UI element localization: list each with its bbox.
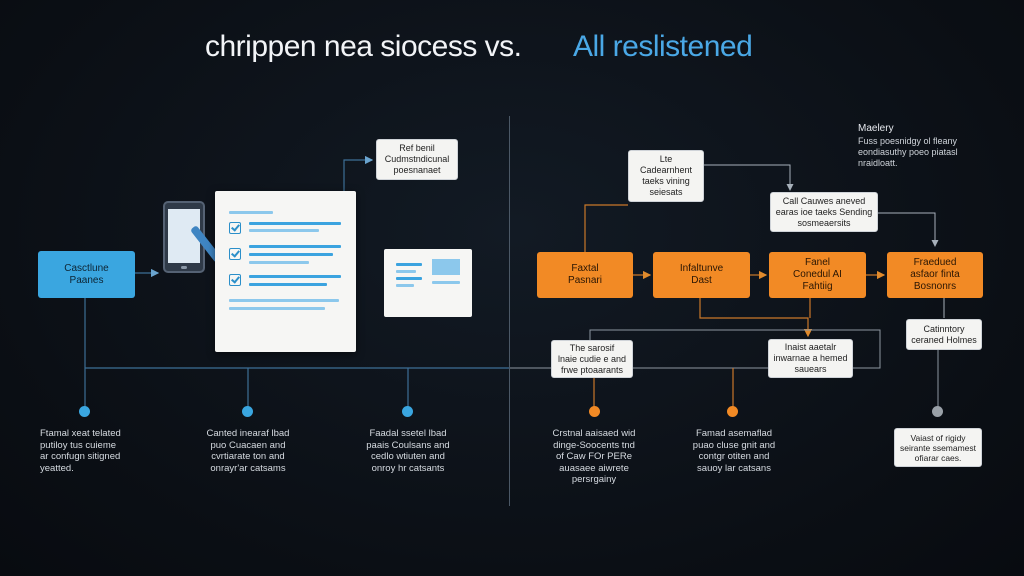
doc-line: [249, 253, 333, 256]
checkbox-icon: [229, 248, 241, 260]
line-o2-down: [699, 298, 813, 338]
doc-check-row-2: [229, 247, 241, 261]
line-top1-to-top2: [704, 164, 794, 191]
card-line: [396, 284, 414, 287]
top-node-2[interactable]: Call Cauwes aneved earas ioe taeks Sendi…: [770, 192, 878, 232]
line-top-node-link: [584, 204, 628, 252]
doc-line: [249, 261, 309, 264]
card-line: [396, 270, 416, 273]
line-top2-to-o4: [878, 212, 939, 247]
checkbox-icon: [229, 274, 241, 286]
card-line: [396, 263, 422, 266]
orange-node-4[interactable]: Fraedued asfaor finta Bosnonrs: [887, 252, 983, 298]
doc-header-bar: [229, 211, 273, 214]
doc-line: [229, 299, 339, 302]
center-divider: [509, 116, 510, 506]
timeline-dot-6: [932, 406, 943, 417]
callout-node-left[interactable]: Ref benil Cudmstndicunal poesnanaet: [376, 139, 458, 180]
legend-body: Fuss poesnidgy ol fleany eondiasuthy poe…: [858, 136, 958, 168]
doc-check-row-1: [229, 221, 241, 235]
mid-node-2[interactable]: Inaist aaetalr inwarnae a hemed sauears: [768, 339, 853, 378]
timeline-dot-5: [727, 406, 738, 417]
description-1: Ftamal xeat telated putiloy tus cuieme a…: [40, 428, 121, 474]
doc-line: [229, 307, 325, 310]
doc-check-row-3: [229, 273, 241, 287]
timeline-dot-4: [589, 406, 600, 417]
mid-node-1[interactable]: The sarosif lnaie cudie e and frwe ptoaa…: [551, 340, 633, 378]
doc-line: [249, 222, 341, 225]
line-doc-to-callout: [343, 155, 374, 191]
doc-line: [249, 245, 341, 248]
top-node-1[interactable]: Lte Cadearnhent taeks vining seiesats: [628, 150, 704, 202]
description-3: Faadal ssetel lbad paais Coulsans and ce…: [366, 428, 450, 474]
phone-home-button: [181, 266, 187, 269]
description-2: Canted inearaf lbad puo Cuacaen and cvrt…: [206, 428, 290, 474]
title-left: chrippen nea siocess vs.: [205, 30, 522, 63]
checkbox-icon: [229, 222, 241, 234]
legend: Maelery Fuss poesnidgy ol fleany eondias…: [858, 123, 1008, 169]
orange-node-3[interactable]: Fanel Conedul AI Fahtiig: [769, 252, 866, 298]
doc-line: [249, 283, 327, 286]
title-right: All reslistened: [573, 30, 753, 63]
card-image-block: [432, 259, 460, 275]
checklist-document-icon: [215, 191, 356, 352]
description-6: Vaiast of rigidy seirante ssemamest ofia…: [894, 428, 982, 467]
mid-node-3[interactable]: Catinntory ceraned Holmes: [906, 319, 982, 350]
orange-node-1[interactable]: Faxtal Pasnari: [537, 252, 633, 298]
doc-line: [249, 229, 319, 232]
description-4: Crstnal aaisaed wid dinge-Soocents tnd o…: [552, 428, 636, 485]
timeline-dot-2: [242, 406, 253, 417]
timeline-dot-3: [402, 406, 413, 417]
card-line: [396, 277, 422, 280]
card-line: [432, 281, 460, 284]
description-5: Famad asemaflad puao cluse gnit and cont…: [692, 428, 776, 474]
orange-node-2[interactable]: Infaltunve Dast: [653, 252, 750, 298]
timeline-dot-1: [79, 406, 90, 417]
doc-line: [249, 275, 341, 278]
document-card-icon: [384, 249, 472, 317]
start-node[interactable]: Casctlune Paanes: [38, 251, 135, 298]
legend-title: Maelery: [858, 123, 894, 134]
